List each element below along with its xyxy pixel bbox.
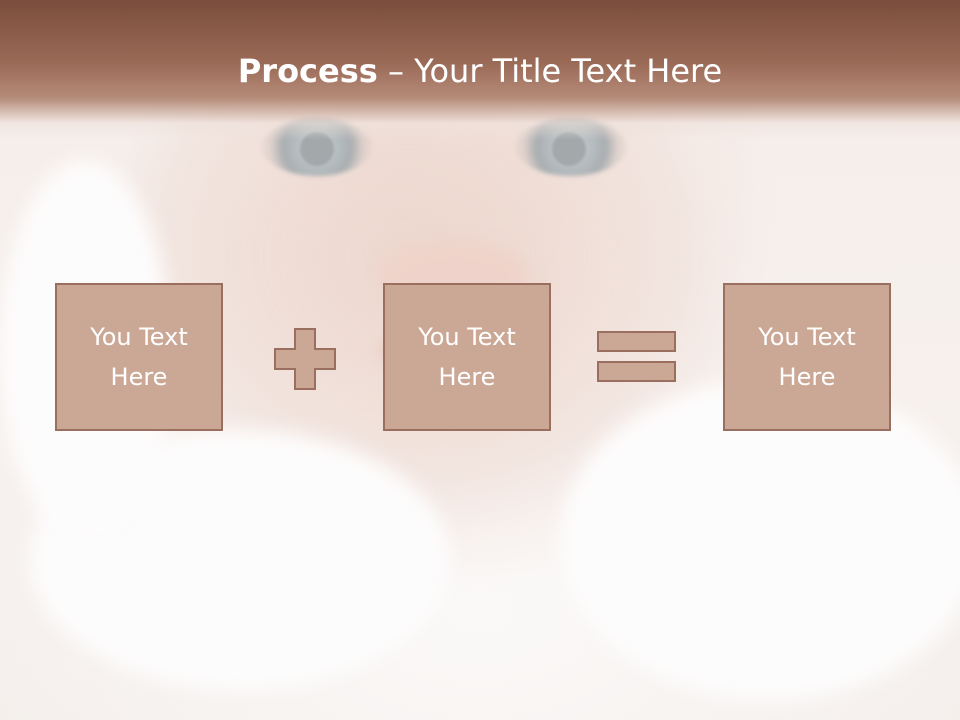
process-box-1-line2: Here [110,363,168,391]
process-box-3-line2: Here [778,363,836,391]
process-box-2-line1: You Text [418,323,516,351]
process-box-1-text: You Text Here [64,317,214,397]
plus-icon [274,328,336,390]
process-box-2-line2: Here [438,363,496,391]
process-box-2-text: You Text Here [392,317,542,397]
slide-title-rest: – Your Title Text Here [377,52,723,90]
process-box-1-line1: You Text [90,323,188,351]
process-box-3-text: You Text Here [732,317,882,397]
process-box-3[interactable]: You Text Here [723,283,891,431]
equals-icon [597,331,676,382]
process-box-2[interactable]: You Text Here [383,283,551,431]
process-box-1[interactable]: You Text Here [55,283,223,431]
process-box-3-line1: You Text [758,323,856,351]
slide-title: Process – Your Title Text Here [0,52,960,90]
slide-title-bold: Process [237,52,378,90]
title-band [0,0,960,140]
